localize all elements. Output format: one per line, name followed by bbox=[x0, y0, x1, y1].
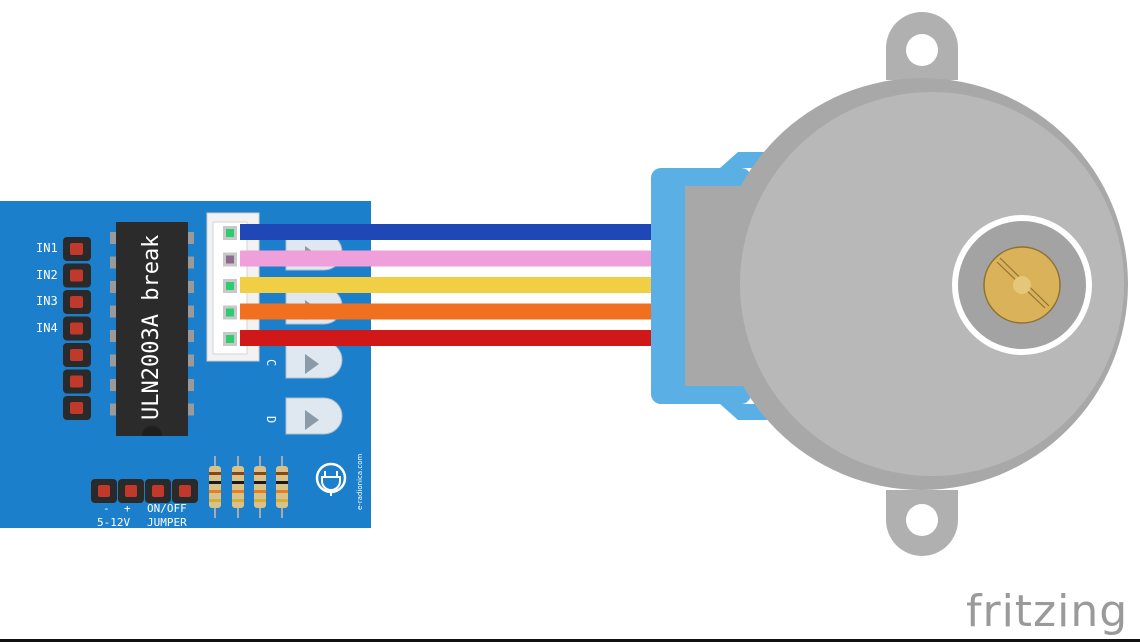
driver-board: IN1 IN2 IN3 IN4 ULN2003A break A B C D bbox=[0, 201, 371, 529]
wire bbox=[240, 250, 654, 267]
power-pin-contact bbox=[125, 485, 137, 497]
input-label-4: IN4 bbox=[36, 321, 58, 335]
switch-top-label: ON/OFF bbox=[147, 502, 187, 515]
uln2003a-chip: ULN2003A break bbox=[110, 222, 194, 436]
wire bbox=[240, 224, 654, 240]
chip-pin bbox=[110, 403, 118, 416]
chip-pin bbox=[186, 403, 194, 416]
plug-logo-icon bbox=[315, 462, 347, 496]
wire bbox=[240, 330, 654, 346]
header-pin-contact bbox=[70, 269, 83, 282]
chip-pin bbox=[186, 232, 194, 244]
connector-pin-contact bbox=[226, 255, 234, 264]
header-pin-contact bbox=[70, 402, 83, 414]
motor-shaft bbox=[983, 246, 1061, 324]
chip-pin bbox=[186, 330, 194, 342]
chip-pin bbox=[186, 305, 194, 318]
power-pin-contact bbox=[152, 485, 164, 497]
led bbox=[285, 341, 343, 379]
wire-bundle bbox=[240, 224, 654, 346]
chip-pin bbox=[110, 281, 118, 293]
resistor bbox=[254, 456, 266, 518]
switch-bottom-label: JUMPER bbox=[147, 516, 187, 529]
input-label-3: IN3 bbox=[36, 294, 58, 308]
chip-label: ULN2003A break bbox=[139, 235, 164, 420]
chip-pin bbox=[186, 379, 194, 391]
power-pin-contact bbox=[98, 485, 110, 497]
motor-face bbox=[740, 92, 1124, 476]
wire bbox=[240, 303, 654, 320]
resistor-array bbox=[209, 456, 288, 518]
resistor bbox=[276, 456, 288, 518]
resistor bbox=[232, 456, 244, 518]
connector-pin-contact bbox=[226, 308, 234, 317]
power-minus-label: - bbox=[103, 502, 110, 515]
chip-pin bbox=[110, 330, 118, 342]
power-header bbox=[91, 479, 198, 503]
input-label-2: IN2 bbox=[36, 268, 58, 282]
mounting-tab-top bbox=[886, 12, 958, 80]
led-letter-c: C bbox=[264, 359, 278, 366]
chip-pin bbox=[186, 354, 194, 367]
wire bbox=[240, 277, 654, 293]
connector-pin-contact bbox=[226, 335, 234, 343]
chip-pin bbox=[110, 232, 118, 244]
connector-pin-contact bbox=[226, 282, 234, 290]
chip-pin bbox=[110, 256, 118, 269]
power-pin-contact bbox=[179, 485, 191, 497]
input-header bbox=[63, 237, 91, 420]
led-letter-d: D bbox=[264, 416, 278, 423]
mounting-tab-bottom bbox=[886, 490, 958, 556]
input-label-1: IN1 bbox=[36, 241, 58, 255]
header-pin-contact bbox=[70, 375, 83, 388]
vendor-label: e-radionica.com bbox=[356, 453, 364, 510]
resistor bbox=[209, 456, 221, 518]
stepper-motor bbox=[651, 12, 1128, 556]
chip-pin bbox=[186, 256, 194, 269]
chip-pin bbox=[110, 305, 118, 318]
fritzing-logo: fritzing bbox=[966, 586, 1129, 637]
chip-pin bbox=[186, 281, 194, 293]
header-pin-contact bbox=[70, 296, 83, 308]
bottom-border bbox=[0, 639, 1140, 642]
header-pin-contact bbox=[70, 322, 83, 335]
connector-pin-contact bbox=[226, 229, 234, 237]
led bbox=[285, 397, 343, 435]
power-plus-label: + bbox=[124, 502, 131, 515]
chip-pin bbox=[110, 379, 118, 391]
header-pin-contact bbox=[70, 349, 83, 361]
header-pin-contact bbox=[70, 243, 83, 255]
power-voltage-label: 5-12V bbox=[97, 516, 130, 529]
chip-pin bbox=[110, 354, 118, 367]
